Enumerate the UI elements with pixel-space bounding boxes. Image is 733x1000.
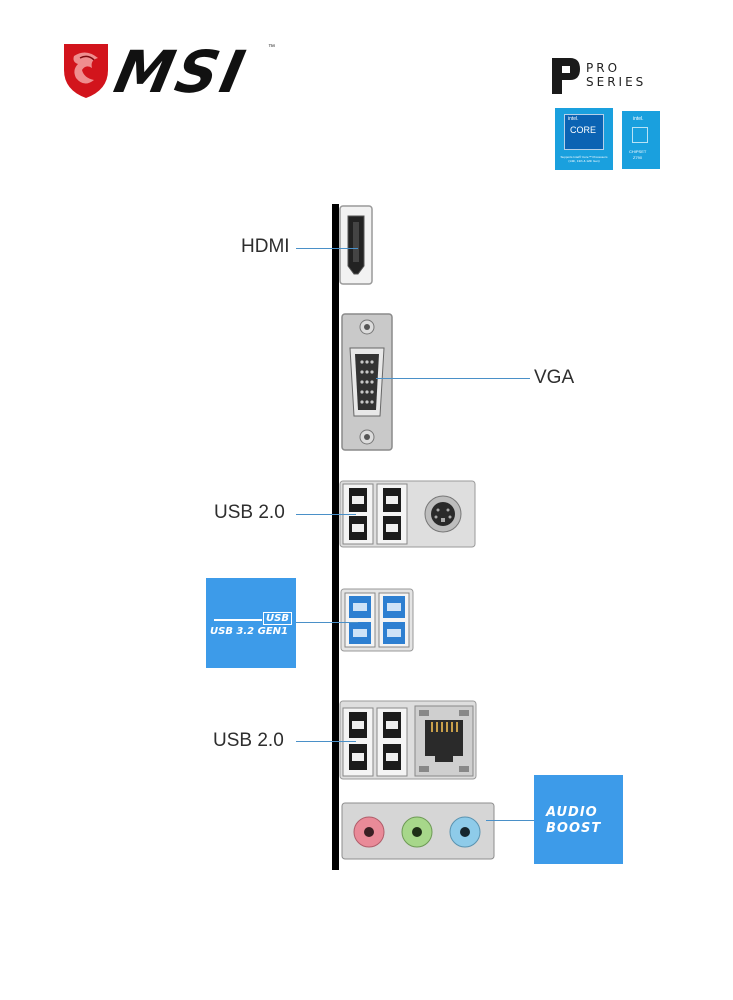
pro-series-logo	[552, 58, 662, 98]
vga-label: VGA	[534, 367, 575, 388]
audio-leader	[486, 820, 534, 821]
msi-wordmark: MSI	[108, 38, 254, 106]
rj45-port-icon	[414, 705, 474, 777]
usb2-lan-block-icon	[339, 700, 477, 780]
intel-chipset-brand: intel.	[633, 116, 644, 122]
ps2-port-icon	[424, 495, 462, 533]
usb2-ps2-block-icon	[339, 480, 476, 548]
usb-bottom-leader	[296, 741, 356, 742]
msi-dragon-shield-icon	[64, 44, 108, 98]
usb-top-leader	[296, 514, 356, 515]
series-label: SERIES	[586, 75, 647, 89]
intel-chipset-model: Z790	[633, 155, 643, 160]
usb-bottom-label: USB 2.0	[213, 730, 284, 751]
usb2-port-icon	[342, 483, 374, 545]
usb-top-label: USB 2.0	[214, 502, 285, 523]
hdmi-leader	[296, 248, 358, 249]
usb3-leader	[296, 622, 358, 623]
intel-core-name: CORE	[570, 125, 597, 135]
intel-core-badge: intel. CORE Supports Intel® Core™ Proces…	[555, 108, 613, 170]
audio-jack-icon	[353, 816, 385, 848]
vga-leader	[376, 378, 530, 379]
io-shield-edge	[332, 204, 339, 870]
hdmi-label: HDMI	[241, 236, 290, 257]
intel-chipset-badge: intel. CHIPSET Z790	[622, 111, 660, 169]
pro-series-text: PRO SERIES	[586, 61, 646, 89]
audio-boost-line2: BOOST	[546, 821, 602, 836]
usb3-port-icon	[340, 588, 414, 652]
hdmi-port-icon	[339, 205, 373, 285]
intel-core-note: Supports Intel® Core™ Processors (14th, …	[560, 155, 608, 163]
intel-chipset-name: CHIPSET	[629, 149, 647, 154]
audio-boost-box: AUDIO BOOST	[534, 775, 623, 864]
pro-label: PRO	[586, 61, 621, 75]
usb3-box-gen: USB 3.2 GEN1	[210, 626, 288, 637]
msi-logo	[60, 40, 290, 100]
usb3-box-line	[214, 619, 262, 621]
audio-jacks-icon	[341, 802, 495, 860]
usb3-gen1-box: USB USB 3.2 GEN1	[206, 578, 296, 668]
audio-boost-line1: AUDIO	[546, 805, 598, 820]
vga-port-icon	[341, 313, 393, 451]
intel-core-brand: intel.	[568, 116, 579, 122]
trademark-symbol: ™	[268, 44, 275, 51]
pro-series-mark-icon	[552, 58, 580, 94]
usb3-box-usb: USB	[263, 612, 292, 625]
